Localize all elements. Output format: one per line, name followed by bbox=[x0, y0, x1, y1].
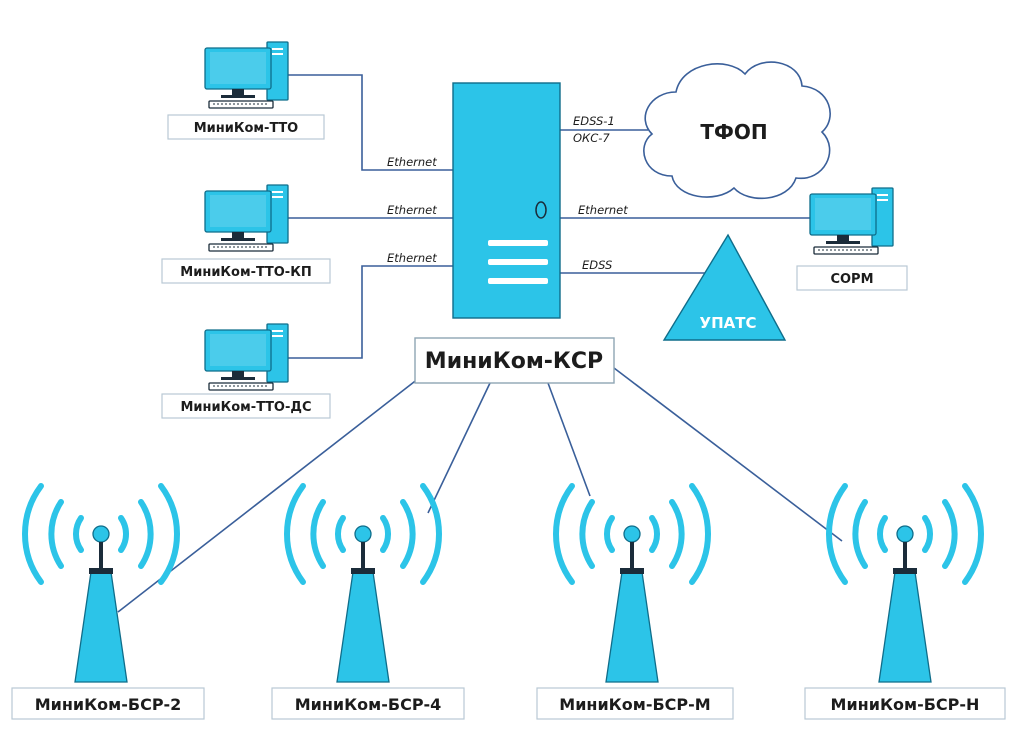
workstation-tto-kp: МиниКом-ТТО-КП bbox=[161, 184, 331, 284]
sorm-label: СОРМ bbox=[830, 272, 873, 287]
computer-icon bbox=[204, 184, 289, 252]
cloud-icon bbox=[643, 61, 831, 200]
base-station-bsr-n: МиниКом-БСР-Н bbox=[804, 486, 1006, 720]
link-labels: Ethernet Ethernet Ethernet EDSS-1 ОКС-7 … bbox=[387, 114, 628, 272]
link-label-ws2: Ethernet bbox=[387, 203, 437, 217]
workstation-label: МиниКом-ТТО-КП bbox=[180, 265, 311, 280]
connections bbox=[117, 74, 843, 613]
server-label: МиниКом-КСР bbox=[425, 349, 603, 374]
pstn-cloud: ТФОП bbox=[643, 61, 831, 200]
antenna-tower-icon bbox=[829, 486, 981, 682]
link-label-ws1: Ethernet bbox=[387, 155, 437, 169]
pbx-label: УПАТС bbox=[700, 314, 757, 332]
antenna-tower-icon bbox=[556, 486, 708, 682]
computer-icon bbox=[809, 187, 894, 255]
pstn-label: ТФОП bbox=[700, 120, 767, 144]
base-station-bsr-m: МиниКом-БСР-М bbox=[536, 486, 734, 720]
base-station-label: МиниКом-БСР-М bbox=[559, 695, 710, 714]
computer-icon bbox=[204, 323, 289, 391]
link-label-pbx: EDSS bbox=[582, 258, 612, 272]
workstation-label: МиниКом-ТТО-ДС bbox=[180, 400, 311, 415]
base-station-label: МиниКом-БСР-2 bbox=[35, 695, 182, 714]
workstation-label: МиниКом-ТТО bbox=[194, 121, 299, 136]
link-label-sorm: Ethernet bbox=[578, 203, 628, 217]
link-label-ws3: Ethernet bbox=[387, 251, 437, 265]
workstation-sorm: СОРМ bbox=[796, 187, 908, 291]
base-station-label: МиниКом-БСР-Н bbox=[831, 695, 980, 714]
pbx-upats: УПАТС bbox=[662, 233, 787, 341]
base-station-bsr-4: МиниКом-БСР-4 bbox=[271, 486, 465, 720]
base-station-label: МиниКом-БСР-4 bbox=[295, 695, 442, 714]
computer-icon bbox=[204, 41, 289, 109]
workstation-tto: МиниКом-ТТО bbox=[167, 41, 325, 140]
antenna-tower-icon bbox=[287, 486, 439, 682]
server-ksr: МиниКом-КСР bbox=[414, 82, 615, 384]
workstation-tto-ds: МиниКом-ТТО-ДС bbox=[161, 323, 331, 419]
link-label-pstn-oks7: ОКС-7 bbox=[573, 131, 610, 145]
triangle-icon bbox=[662, 233, 787, 341]
link-label-pstn-edss1: EDSS-1 bbox=[573, 114, 615, 128]
base-station-bsr-2: МиниКом-БСР-2 bbox=[11, 486, 205, 720]
